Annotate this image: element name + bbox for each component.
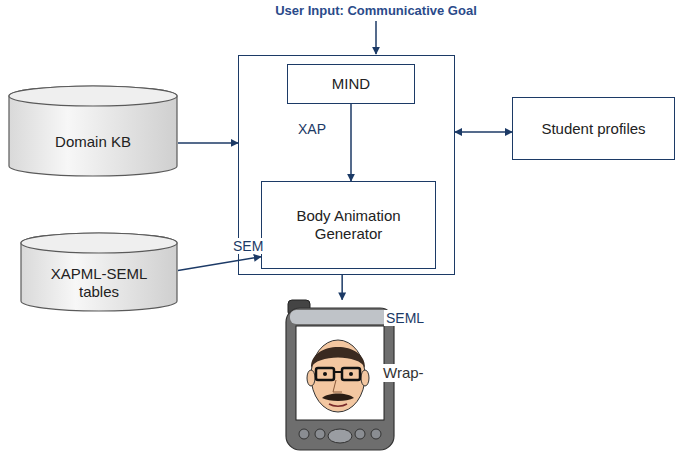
cylinder-outline [8,85,178,177]
connector-arrow [350,104,352,181]
device-label: Wrap- [381,364,426,382]
process-box: MIND [287,64,415,104]
input-title: User Input: Communicative Goal [275,3,477,18]
edge-label: SEML [384,310,426,326]
pda-device: Wrap- [280,298,400,462]
node-label: XAPML-SEML tables [49,265,149,301]
data-box: Student profiles [512,97,675,160]
connector-arrow [178,142,238,144]
database-cylinder: Domain KB [8,85,178,177]
database-cylinder: XAPML-SEML tables [20,232,178,312]
system-frame: MIND Body Animation Generator [238,55,455,275]
connector-arrow [341,275,343,300]
title-wrap: User Input: Communicative Goal [275,3,477,18]
node-label: Body Animation Generator [286,207,411,243]
connector-arrow [455,131,512,133]
input-arrow [375,21,377,54]
process-box: Body Animation Generator [261,181,436,269]
node-label: MIND [332,75,370,93]
edge-label: XAP [296,121,328,137]
node-label: Domain KB [55,133,131,151]
edge-label: SEM [231,238,265,254]
node-label: Student profiles [541,120,645,138]
connector-arrow [178,257,261,271]
